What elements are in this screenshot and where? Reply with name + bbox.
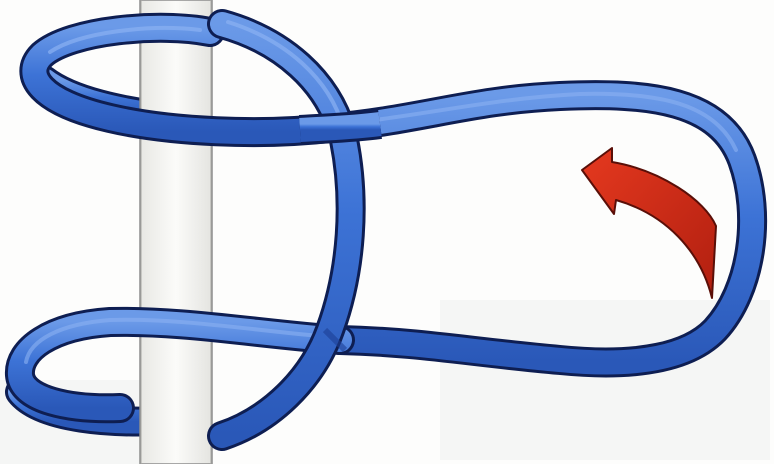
rope-upper-over	[300, 124, 380, 130]
curved-arrow-icon	[582, 148, 716, 298]
post	[140, 0, 212, 464]
rope-crossing-strand	[222, 22, 351, 436]
